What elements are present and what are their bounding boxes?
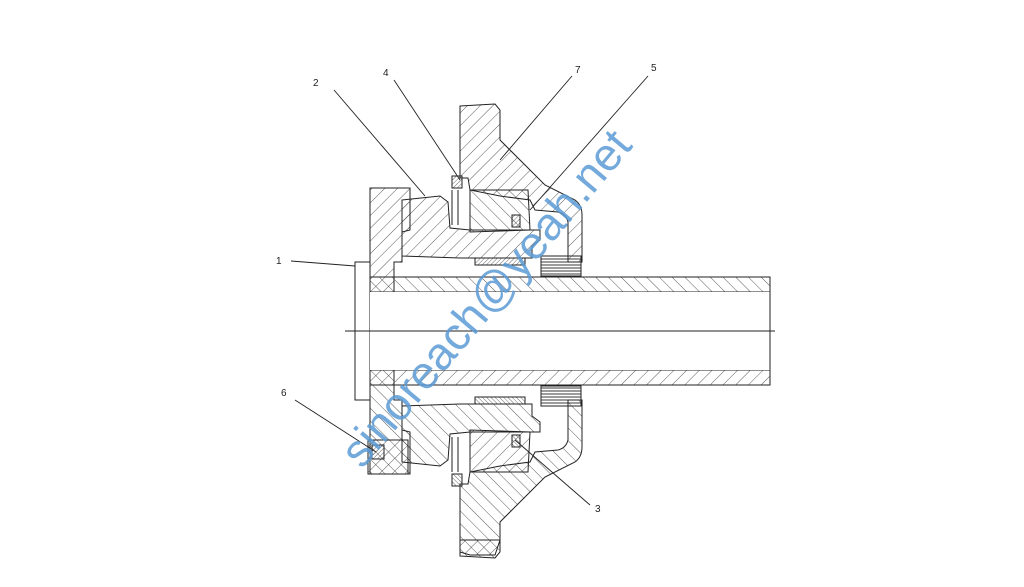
label-1: 1	[276, 256, 282, 267]
label-7: 7	[575, 65, 581, 76]
leader-lines	[290, 75, 649, 506]
label-5: 5	[651, 63, 657, 74]
label-2: 2	[313, 78, 319, 89]
set-screw	[371, 444, 385, 460]
label-4: 4	[383, 68, 389, 79]
lower-housing-foot	[459, 539, 501, 556]
label-3: 3	[595, 504, 601, 515]
label-6: 6	[281, 388, 287, 399]
